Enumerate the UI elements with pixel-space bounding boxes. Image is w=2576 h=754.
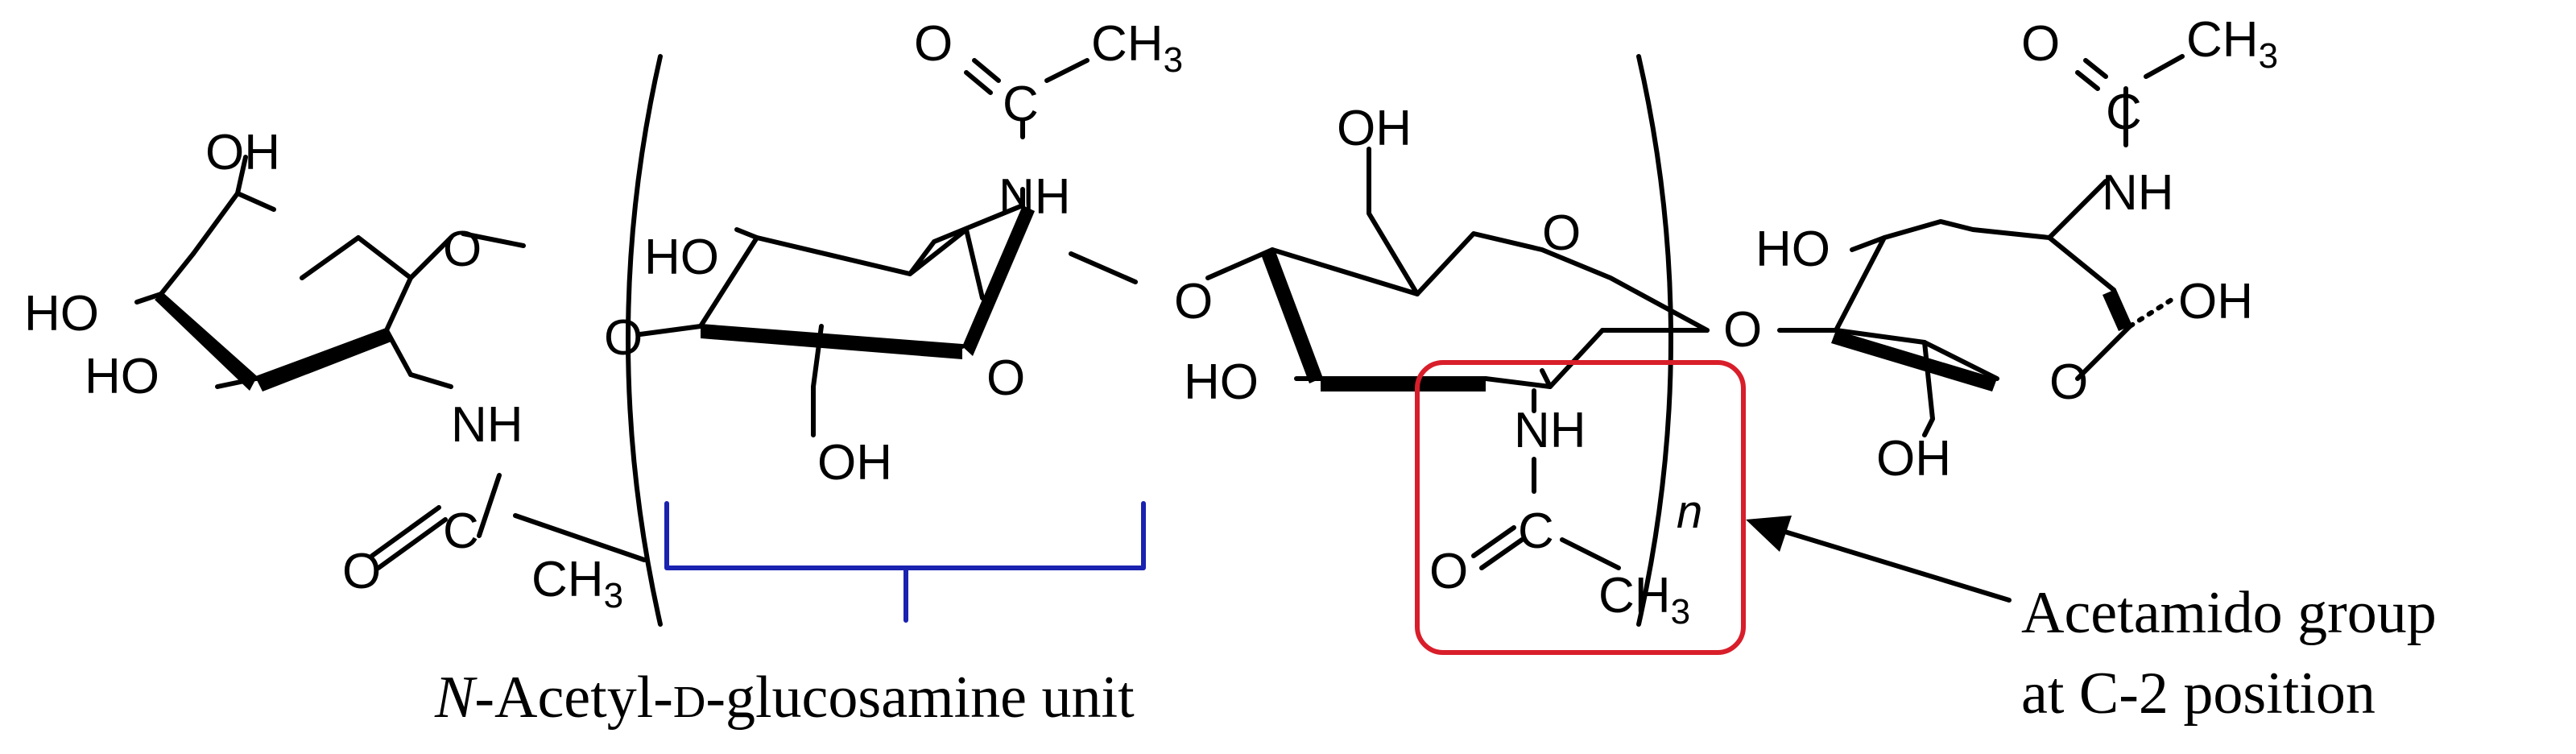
stereo-wedge-bonds xyxy=(155,205,2130,392)
atom-ch3-r1: CH3 xyxy=(531,552,623,615)
atom-oh-r1: OH xyxy=(205,125,280,180)
atom-nh-r4: NH xyxy=(2102,165,2174,221)
repeat-count-n: n xyxy=(1677,486,1702,538)
atom-c-r3: C xyxy=(1518,503,1554,559)
atom-oh-r3: OH xyxy=(1337,101,1412,156)
atom-labels: OH O HO HO O NH C O CH3 O C CH3 NH HO O … xyxy=(24,12,2278,632)
atom-ch3-r3: CH3 xyxy=(1598,568,1690,632)
bond-skeleton xyxy=(134,54,2185,570)
atom-ho-r2: HO xyxy=(644,230,719,285)
atom-ch3-r4: CH3 xyxy=(2186,12,2278,76)
atom-o-r4-carbonyl: O xyxy=(2021,16,2060,72)
atom-nh-r2: NH xyxy=(999,169,1071,225)
atom-o-ring3: O xyxy=(1542,205,1581,261)
atom-ho-r1-bottom: HO xyxy=(85,349,159,404)
acetamido-caption-line2: at C-2 position xyxy=(2021,661,2375,727)
atom-c-r4: C xyxy=(2106,85,2142,140)
atom-ho-r1-top: HO xyxy=(24,286,99,342)
acetamido-caption-line1: Acetamido group xyxy=(2021,580,2437,646)
atom-ch3-r2: CH3 xyxy=(1091,16,1183,80)
atom-o-r1-carbonyl: O xyxy=(342,544,381,599)
atom-o-r2-carbonyl: O xyxy=(914,16,953,72)
unit-caption: N-Acetyl-D-glucosamine unit xyxy=(434,665,1135,731)
atom-c-r1: C xyxy=(443,503,479,559)
atom-o-link3: O xyxy=(1723,302,1762,358)
atom-nh-r3: NH xyxy=(1514,403,1586,458)
atom-o-ring2: O xyxy=(986,350,1025,406)
atom-o-r3-carbonyl: O xyxy=(1429,544,1468,599)
atom-ho-r3: HO xyxy=(1184,354,1259,410)
atom-oh-r4-anomeric: OH xyxy=(2178,274,2253,329)
acetamido-highlight-box xyxy=(1415,360,1746,655)
unit-brace xyxy=(664,501,1146,623)
repeat-paren-close xyxy=(1636,54,1673,627)
atom-o-ring1: O xyxy=(443,222,482,277)
atom-c-r2: C xyxy=(1003,77,1039,132)
atom-o-link1: O xyxy=(604,310,643,366)
atom-o-link2: O xyxy=(1174,274,1213,329)
acetamido-pointer-arrow xyxy=(1746,516,2012,603)
atom-oh-r4: OH xyxy=(1876,431,1951,487)
repeat-bracket: n xyxy=(626,54,1702,627)
atom-nh-r1: NH xyxy=(451,397,523,453)
atom-oh-r2: OH xyxy=(817,435,892,491)
repeat-paren-open xyxy=(626,54,663,627)
atom-o-ring4: O xyxy=(2049,354,2088,410)
atom-ho-r4: HO xyxy=(1755,222,1830,277)
